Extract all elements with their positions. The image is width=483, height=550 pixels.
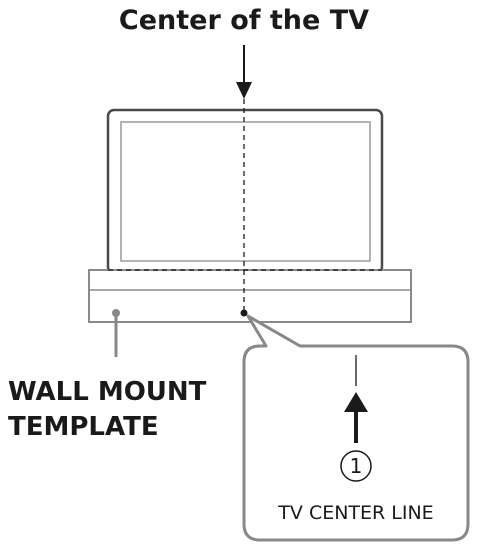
soundbar bbox=[88, 269, 412, 323]
tv bbox=[106, 108, 384, 275]
tv-screen bbox=[120, 121, 371, 262]
template-pointer bbox=[112, 309, 120, 357]
diagram-title: Center of the TV bbox=[119, 5, 369, 36]
center-arrow bbox=[236, 45, 252, 99]
wall-mount-template-outline bbox=[88, 269, 412, 323]
callout-number-marker: 1 bbox=[340, 450, 372, 482]
center-point bbox=[240, 309, 248, 317]
callout-number: 1 bbox=[350, 454, 363, 478]
wall-label-line1: WALL MOUNT bbox=[8, 377, 207, 407]
callout-arrow bbox=[344, 355, 368, 443]
callout-label: TV CENTER LINE bbox=[277, 502, 433, 524]
wall-label-line2: TEMPLATE bbox=[8, 412, 159, 442]
tv-frame bbox=[106, 108, 384, 275]
